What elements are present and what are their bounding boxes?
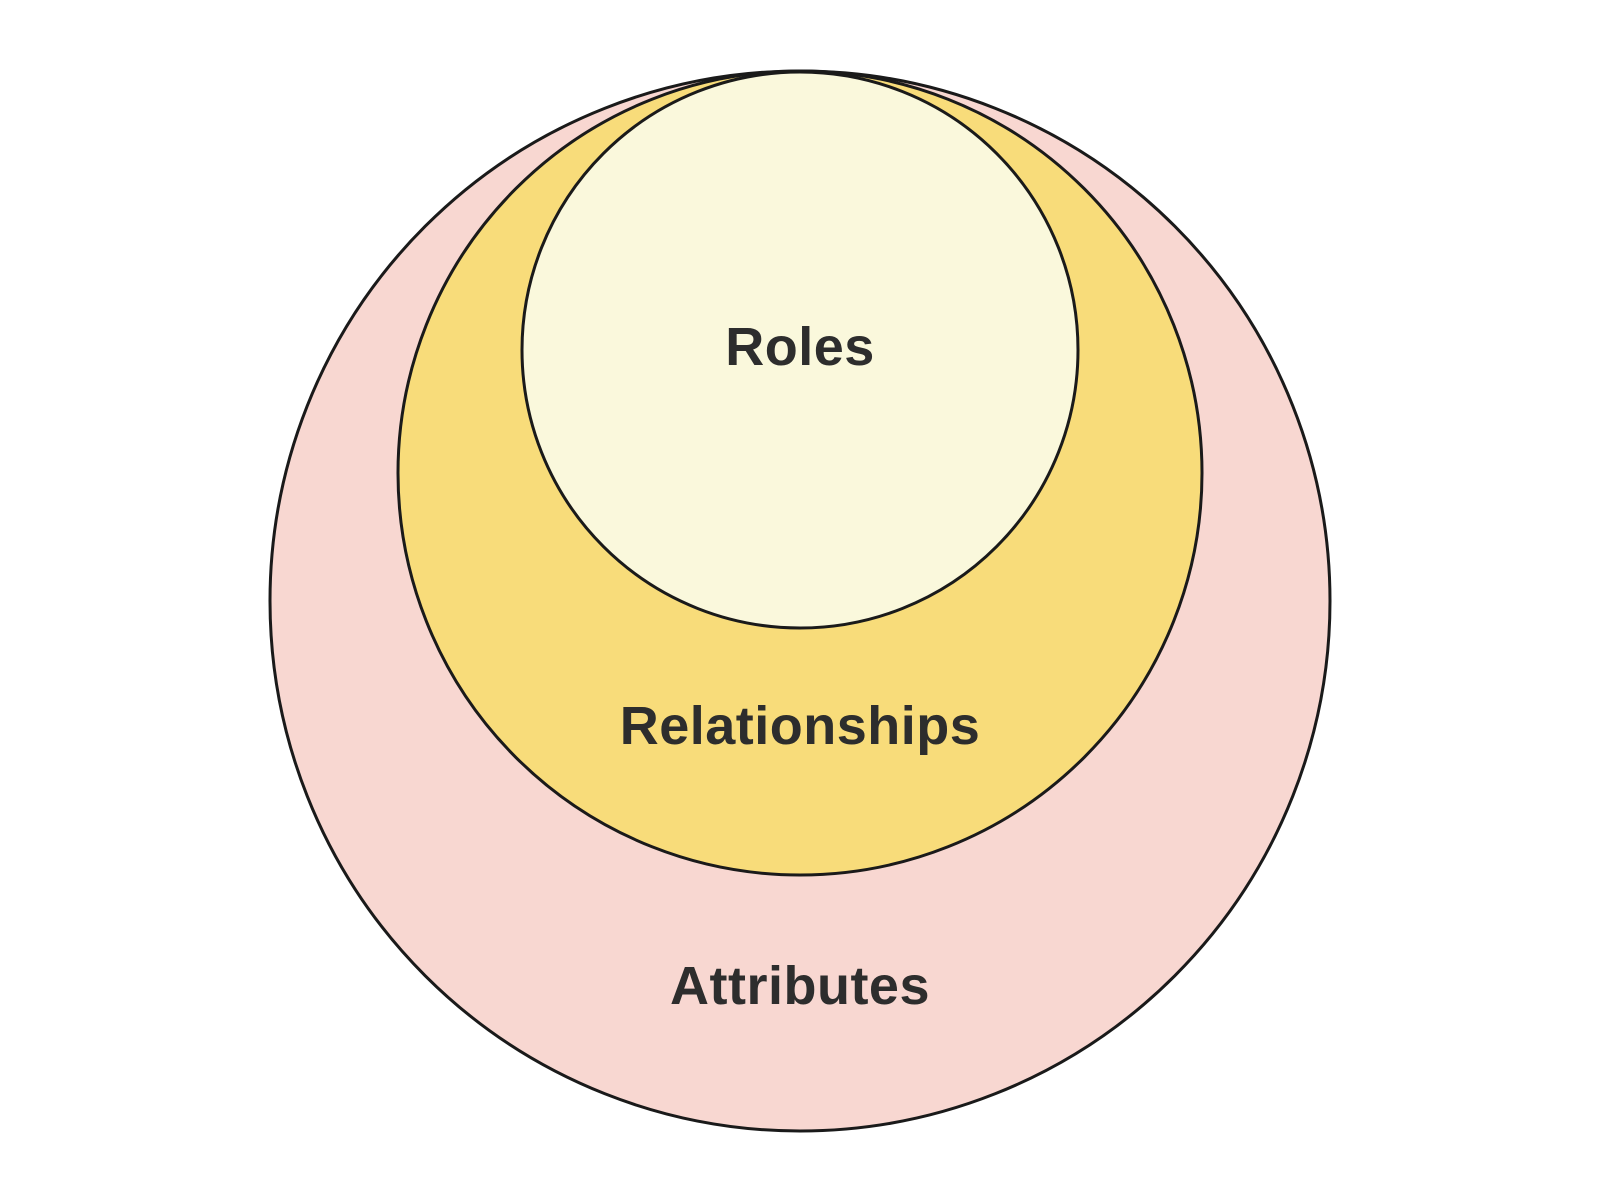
- roles-circle: [520, 70, 1080, 630]
- roles-label: Roles: [725, 317, 875, 377]
- attributes-label: Attributes: [670, 956, 930, 1016]
- relationships-label: Relationships: [620, 696, 981, 756]
